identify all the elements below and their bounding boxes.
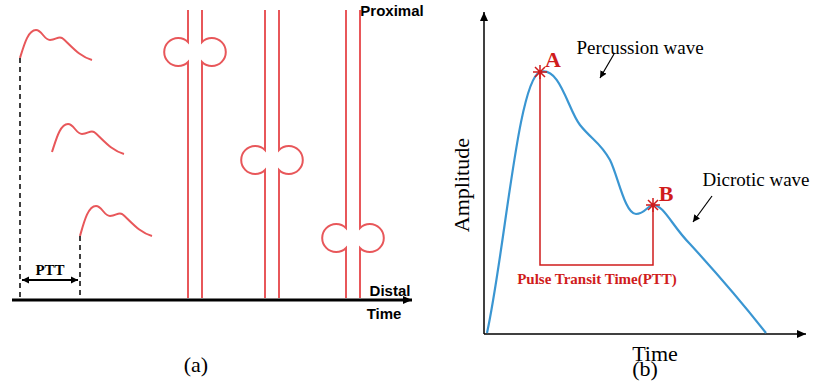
point-label: A xyxy=(545,48,561,72)
ptt-label: Pulse Transit Time(PTT) xyxy=(517,271,677,288)
distal-label: Distal xyxy=(370,283,411,300)
ptt-bracket xyxy=(540,72,653,265)
wave-label: Dicrotic wave xyxy=(702,170,809,191)
ptt-label: PTT xyxy=(35,262,64,279)
point-label: B xyxy=(659,182,674,206)
ptt-arrow xyxy=(22,279,78,281)
panel-label: (b) xyxy=(632,357,658,381)
peak-markers xyxy=(533,65,660,212)
wave-label: Percussion wave xyxy=(576,38,703,59)
dashed-guides xyxy=(20,58,80,298)
pulse-waves xyxy=(20,30,152,236)
leader-arrows xyxy=(600,54,712,222)
proximal-label: Proximal xyxy=(360,3,423,20)
vessels xyxy=(164,10,384,298)
panel-label: (a) xyxy=(184,353,208,377)
time-label: Time xyxy=(367,306,402,323)
time-axis xyxy=(12,299,412,302)
ppg-waveform xyxy=(487,71,766,333)
axis-label: Amplitude xyxy=(450,138,474,232)
